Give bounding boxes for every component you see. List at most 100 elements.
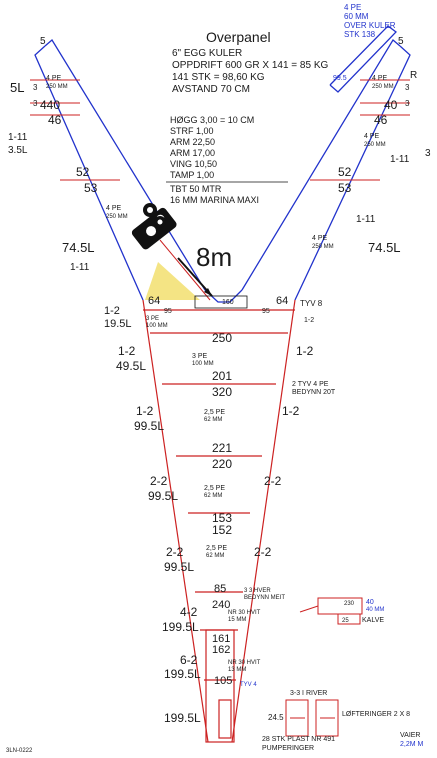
fn-pe-d-mm: 62 MM [204, 493, 222, 499]
fn-64-left: 64 [148, 295, 160, 307]
spec-line-8: 16 MM MARINA MAXI [170, 195, 259, 205]
fn-99-5L-a: 99.5L [134, 419, 164, 433]
fn-hvit-note-2: BEDYNN MEIT [244, 595, 285, 601]
spec-line-6: TAMP 1,00 [170, 170, 214, 180]
fn-1-2-c: 1-2 [296, 344, 314, 358]
lw-1-11: 1-11 [8, 132, 28, 143]
kalve-230: 230 [344, 601, 355, 607]
fn-250: 250 [212, 331, 232, 345]
fn-1-2-b: 1-2 [118, 344, 136, 358]
fn-49-5L: 49.5L [116, 359, 146, 373]
funnel [142, 299, 296, 743]
header-line-1: 6" EGG KULER [172, 48, 242, 59]
rw-40: 40 [384, 98, 398, 112]
lw-5L: 5L [10, 80, 24, 95]
fn-199-5L-a: 199.5L [162, 620, 199, 634]
boat-icon [131, 203, 200, 300]
float-strap [329, 25, 397, 93]
bottom-river: 3-3 I RIVER [290, 690, 327, 697]
note-line-4: STK 138 [344, 30, 376, 39]
bottom-vaier-len: 2,2M M [400, 741, 424, 748]
fn-199-5L-b: 199.5L [164, 667, 201, 681]
lw-3-5L: 3.5L [8, 145, 28, 156]
rw-pe-low: 4 PE [312, 235, 328, 242]
header-line-3: 141 STK = 98,60 KG [172, 72, 265, 83]
fn-tyv-note-1: 2 TYV 4 PE [292, 381, 329, 388]
spec-line-7: TBT 50 MTR [170, 184, 222, 194]
bottom-stk: 28 STK PLAST NR 491 [262, 736, 335, 743]
spec-line-3: ARM 22,50 [170, 137, 215, 147]
fn-221: 221 [212, 441, 232, 455]
fn-pe-b-mm: 100 MM [192, 361, 214, 367]
rw-74-5L: 74.5L [368, 240, 401, 255]
fn-hvit-b: NR 30 HVIT [228, 660, 261, 666]
pump-rings [285, 699, 339, 737]
right-wing-outer-line [294, 45, 411, 301]
sonar-cone [145, 262, 200, 300]
fn-19-5L: 19.5L [104, 318, 132, 330]
rw-pe-low-mm: 250 MM [312, 244, 334, 250]
fn-2-2-c: 2-2 [166, 545, 184, 559]
lw-pe-low-mm: 250 MM [106, 214, 128, 220]
kalve-25: 25 [342, 618, 349, 624]
fn-1-2-e: 1-2 [282, 404, 300, 418]
rw-1-11: 1-11 [390, 154, 410, 165]
title: Overpanel [206, 29, 271, 45]
codend-box [205, 629, 235, 743]
fn-95-right: 95 [262, 308, 270, 315]
rw-pe-top: 4 PE [372, 75, 388, 82]
fn-hvit-a: NR 30 HVIT [228, 610, 261, 616]
fn-pe-c: 2,5 PE [204, 409, 225, 416]
note-line-2: 60 MM [344, 12, 369, 21]
fn-2-2-d: 2-2 [254, 545, 272, 559]
bottom-vaier: VAIER [400, 732, 421, 739]
fn-2-2-a: 2-2 [150, 474, 168, 488]
headline-chain [159, 239, 211, 301]
fn-85: 85 [214, 583, 226, 595]
fn-99-5L-c: 99.5L [164, 560, 194, 574]
kalve-mm: 40 MM [366, 607, 384, 613]
kalve-label: KALVE [362, 617, 384, 624]
distance-label: 8m [196, 242, 232, 272]
kalve-labels: 230 40 40 MM KALVE 25 [342, 599, 384, 624]
fn-hvit-a-mm: 15 MM [228, 617, 246, 623]
fn-161: 161 [212, 633, 230, 645]
note-line-1: 4 PE [344, 3, 361, 12]
fn-320: 320 [212, 385, 232, 399]
fn-152: 152 [212, 523, 232, 537]
fn-tyv-small: TYV 4 [240, 682, 257, 688]
lw-53: 53 [84, 181, 98, 195]
fn-153: 153 [212, 511, 232, 525]
lw-pe-low: 4 PE [106, 205, 122, 212]
lw-pe-top: 4 PE [46, 75, 62, 82]
rw-53: 53 [338, 181, 352, 195]
kalve-40: 40 [366, 599, 374, 606]
fn-1-2-d: 1-2 [136, 404, 154, 418]
lw-5-top: 5 [40, 36, 46, 47]
rw-46: 46 [374, 113, 388, 127]
kalve-group [299, 597, 363, 625]
fn-pe-c-mm: 62 MM [204, 417, 222, 423]
lw-46: 46 [48, 113, 62, 127]
note-line-3: OVER KULER [344, 21, 396, 30]
rw-R: R [410, 70, 417, 81]
fn-162: 162 [212, 644, 230, 656]
fn-pe-a-mm: 100 MM [146, 323, 168, 329]
fn-pe-e: 2,5 PE [206, 545, 227, 552]
left-wing-outer-line [34, 45, 144, 301]
arrow-head [204, 288, 212, 296]
spec-line-2: STRF 1,00 [170, 126, 214, 136]
fn-pe-b: 3 PE [192, 353, 208, 360]
rw-pe-top-mm: 250 MM [372, 84, 394, 90]
fn-201: 201 [212, 369, 232, 383]
lw-3a: 3 [33, 83, 38, 92]
fn-240: 240 [212, 599, 230, 611]
right-wing-inner-line [241, 39, 401, 291]
header-line-4: AVSTAND 70 CM [172, 84, 250, 95]
fn-1-2-a: 1-2 [104, 305, 120, 317]
fn-2-2-b: 2-2 [264, 474, 282, 488]
lw-440: 440 [40, 98, 60, 112]
bottom-24-5: 24.5 [268, 713, 284, 722]
header-block: Overpanel 6" EGG KULER OPPDRIFT 600 GR X… [172, 29, 328, 95]
